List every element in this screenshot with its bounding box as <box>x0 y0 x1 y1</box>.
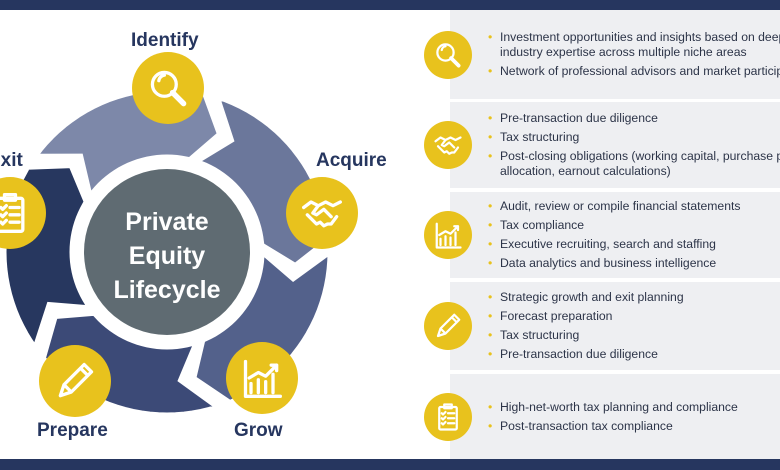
service-item: Forecast preparation <box>488 309 780 324</box>
service-list: Strategic growth and exit planningForeca… <box>488 282 780 370</box>
stage-icon-circle-identify <box>132 52 204 124</box>
service-list: Investment opportunities and insights ba… <box>488 10 780 99</box>
service-list: Pre-transaction due diligenceTax structu… <box>488 102 780 188</box>
service-row: Audit, review or compile financial state… <box>424 192 780 278</box>
service-item: High-net-worth tax planning and complian… <box>488 400 780 415</box>
service-list: Audit, review or compile financial state… <box>488 192 780 278</box>
stage-icon-circle-prepare <box>39 345 111 417</box>
stage-label-identify: Identify <box>131 30 199 51</box>
growth-chart-icon <box>424 211 472 259</box>
services-panel: Investment opportunities and insights ba… <box>424 10 780 459</box>
service-item: Audit, review or compile financial state… <box>488 199 780 214</box>
stage-label-acquire: Acquire <box>316 150 387 171</box>
service-row: Pre-transaction due diligenceTax structu… <box>424 102 780 188</box>
service-row: High-net-worth tax planning and complian… <box>424 374 780 459</box>
stage-label-grow: Grow <box>234 420 283 441</box>
service-item: industry expertise across multiple niche… <box>500 45 747 59</box>
stage-label-prepare: Prepare <box>37 420 108 441</box>
service-item: Executive recruiting, search and staffin… <box>488 237 780 252</box>
stage-label-exit: Exit <box>0 150 23 171</box>
service-item: Tax compliance <box>488 218 780 233</box>
pencil-icon <box>58 362 94 398</box>
service-item: Post-closing obligations (working capita… <box>488 149 780 164</box>
service-item: Pre-transaction due diligence <box>488 111 780 126</box>
pencil-icon <box>424 302 472 350</box>
service-item: Tax structuring <box>488 328 780 343</box>
service-item: Pre-transaction due diligence <box>488 347 780 362</box>
checklist-icon <box>424 392 472 441</box>
center-title-line: Lifecycle <box>113 276 220 304</box>
service-row: Strategic growth and exit planningForeca… <box>424 282 780 370</box>
magnifier-icon <box>424 30 472 79</box>
service-item: Tax structuring <box>488 130 780 145</box>
service-list: High-net-worth tax planning and complian… <box>488 374 780 459</box>
handshake-icon <box>302 200 342 228</box>
center-title-line: Equity <box>129 242 205 270</box>
checklist-icon <box>0 193 25 233</box>
center-circle <box>84 169 250 335</box>
magnifier-icon <box>150 70 187 107</box>
top-bar <box>0 0 780 10</box>
service-item: allocation, earnout calculations) <box>500 164 671 178</box>
bottom-bar <box>0 459 780 470</box>
service-row: Investment opportunities and insights ba… <box>424 10 780 99</box>
service-item: Network of professional advisors and mar… <box>488 64 780 79</box>
stage-icon-circle-grow <box>226 342 298 414</box>
stage-icon-circle-acquire <box>286 177 358 249</box>
growth-chart-icon <box>243 359 282 398</box>
service-item: Strategic growth and exit planning <box>488 290 780 305</box>
service-item: Post-transaction tax compliance <box>488 419 780 434</box>
handshake-icon <box>424 121 472 169</box>
service-item: Data analytics and business intelligence <box>488 256 780 271</box>
center-title-line: Private <box>125 208 208 236</box>
service-item: Investment opportunities and insights ba… <box>488 30 780 45</box>
